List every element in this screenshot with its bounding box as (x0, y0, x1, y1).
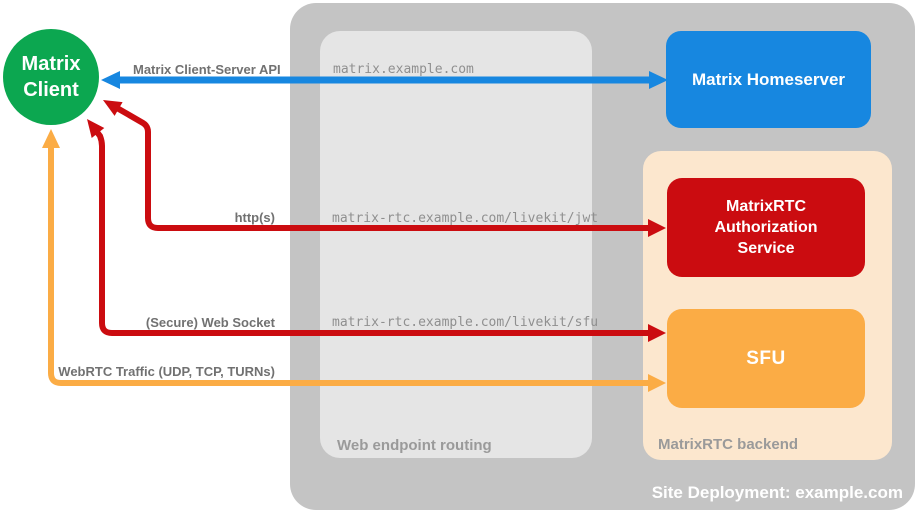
matrix-client-label-line2: Client (23, 79, 79, 101)
arrowhead-to-client-icon (42, 129, 60, 148)
web-endpoint-routing-label: Web endpoint routing (337, 437, 492, 454)
arrowhead-to-auth-icon (648, 219, 666, 237)
edge-websocket (87, 119, 666, 342)
arrowhead-to-sfu-icon (648, 324, 666, 342)
edge-label-https: http(s) (234, 210, 275, 225)
arrowhead-right-icon (649, 71, 668, 89)
web-endpoint-routing-group (320, 31, 592, 458)
auth-service-label: MatrixRTC Authorization Service (714, 198, 818, 257)
site-deployment-label: Site Deployment: example.com (651, 483, 903, 502)
edge-label-web-socket: (Secure) Web Socket (145, 315, 275, 330)
edge-client-server-api (101, 71, 668, 89)
node-matrix-homeserver: Matrix Homeserver (666, 31, 871, 128)
arrowhead-left-icon (101, 71, 120, 89)
arrowhead-to-client-icon (87, 119, 105, 138)
edge-webrtc-traffic (42, 129, 666, 392)
edge-label-webrtc-traffic: WebRTC Traffic (UDP, TCP, TURNs) (58, 364, 275, 379)
endpoint-jwt-url: matrix-rtc.example.com/livekit/jwt (332, 211, 599, 226)
node-matrixrtc-authorization-service: MatrixRTC Authorization Service (667, 178, 865, 277)
matrix-client-label-line1: Matrix (21, 53, 81, 75)
matrixrtc-backend-label: MatrixRTC backend (658, 436, 799, 453)
edge-https (103, 100, 666, 237)
arrowhead-to-sfu-icon (648, 374, 666, 392)
endpoint-sfu-url: matrix-rtc.example.com/livekit/sfu (332, 315, 599, 330)
sfu-label: SFU (746, 347, 786, 369)
arrowhead-to-client-icon (103, 100, 123, 116)
edge-label-client-server-api: Matrix Client-Server API (133, 62, 281, 77)
matrix-homeserver-label: Matrix Homeserver (691, 69, 846, 89)
endpoint-homeserver-url: matrix.example.com (333, 62, 474, 77)
node-sfu: SFU (667, 309, 865, 408)
node-matrix-client: Matrix Client (3, 29, 99, 125)
